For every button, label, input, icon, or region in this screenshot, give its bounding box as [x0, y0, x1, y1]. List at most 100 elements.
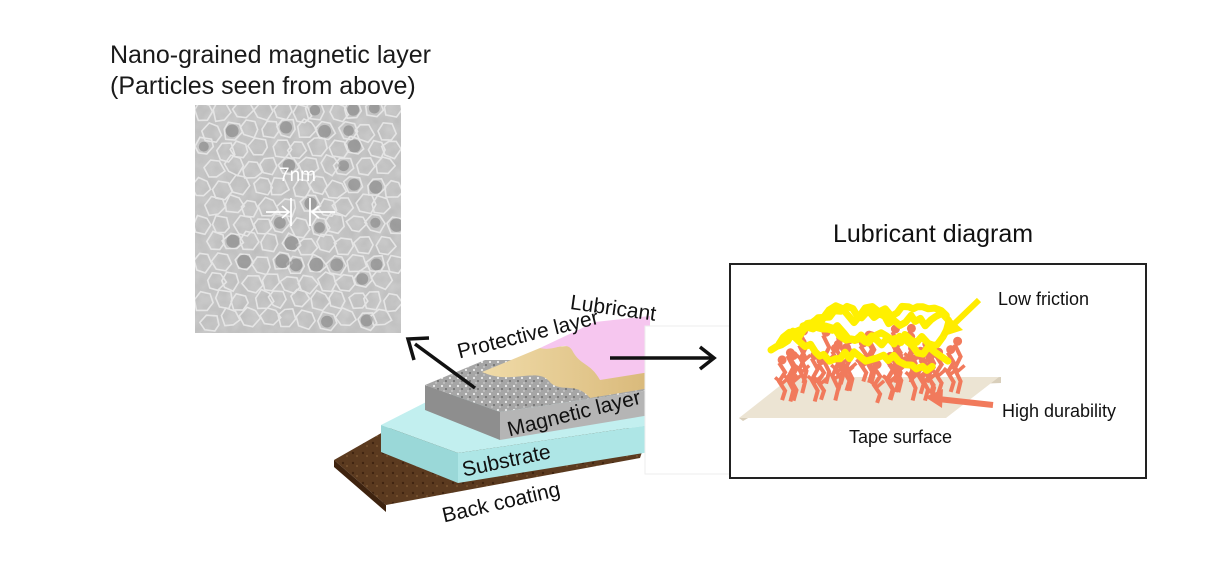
grain-cell [240, 274, 264, 294]
grain-cell [352, 235, 375, 255]
grain-cell [289, 288, 311, 308]
yellow-lubricant-chains [767, 302, 952, 374]
grain-cell [386, 254, 401, 275]
grain-cell [380, 140, 401, 160]
grain-cell [221, 232, 245, 250]
grain-cell [352, 269, 374, 288]
grain-cell [296, 118, 318, 139]
grain-cell [238, 230, 260, 251]
dark-grain [348, 178, 361, 191]
dark-grain [226, 234, 240, 248]
grain-cell [275, 198, 297, 218]
dark-grain [309, 257, 324, 272]
grain-cell [331, 197, 355, 218]
grain-cell [224, 193, 246, 214]
grain-cell [307, 253, 329, 273]
lubricant-diagram-title: Lubricant diagram [833, 220, 1034, 248]
grain-cell [375, 156, 397, 175]
grain-cell [195, 214, 212, 236]
grain-cell [261, 120, 280, 139]
grain-cell [377, 121, 398, 141]
grain-cell [272, 251, 294, 270]
label-high-durability: High durability [1002, 401, 1117, 421]
grain-cell [375, 235, 398, 256]
grain-cell [257, 196, 280, 217]
grain-cell [316, 271, 337, 293]
grain-cell [337, 120, 359, 141]
grain-cell [220, 271, 240, 293]
dark-grain [356, 273, 369, 285]
grain-cell [215, 142, 236, 163]
grain-cell [267, 290, 287, 310]
grain-cell [385, 216, 401, 235]
grain-cell [195, 136, 215, 155]
grain-cell [297, 156, 320, 176]
grain-cell [354, 123, 376, 144]
grain-cell [260, 232, 279, 253]
grain-cell [205, 230, 225, 251]
grain-cell [261, 273, 281, 292]
grain-cell [212, 105, 232, 123]
grain-cell [277, 307, 297, 328]
lubricant-diagram-box: Low friction High durability Tape surfac… [729, 263, 1147, 479]
orange-molecule [782, 348, 799, 403]
grain-cell [343, 135, 365, 155]
grain-cell [371, 194, 392, 215]
dark-grain [289, 258, 303, 272]
grain-cell [195, 252, 213, 274]
grain-cell [206, 271, 228, 292]
dark-grain [330, 258, 344, 272]
micrograph-texture [195, 105, 401, 333]
grain-cell [345, 215, 368, 233]
grain-cell [252, 105, 274, 122]
grain-cell [308, 175, 329, 196]
grain-cell [292, 105, 313, 124]
grain-cell [281, 232, 302, 252]
grain-cell [363, 213, 387, 234]
grain-cell [310, 289, 331, 312]
dark-grain [369, 180, 383, 194]
grain-cell [200, 121, 223, 144]
dark-grain [370, 258, 383, 271]
grain-cell [323, 179, 348, 199]
grain-cell [357, 312, 378, 332]
grain-cell [275, 118, 296, 139]
dark-grain [370, 217, 381, 228]
grain-cell [320, 153, 341, 177]
grain-cell [370, 270, 394, 291]
grain-cell [333, 237, 355, 256]
lubricant-layer [540, 316, 650, 380]
grain-cell [269, 212, 292, 234]
grain-cell [270, 176, 291, 196]
yellow-chain [791, 302, 952, 336]
lubricant-molecules-illustration [739, 297, 1001, 421]
grain-cell [253, 176, 274, 196]
grain-cell [334, 273, 356, 292]
dark-grain [321, 315, 333, 328]
grain-cell [362, 290, 382, 311]
orange-arrow-icon [925, 389, 994, 408]
grain-cell [304, 105, 325, 121]
grain-cell [231, 105, 255, 119]
scale-markers [266, 198, 335, 226]
grain-cell [238, 306, 262, 328]
grain-cell [242, 160, 264, 179]
dark-grain [347, 105, 360, 116]
grain-cell [316, 233, 338, 253]
grain-cell [195, 105, 214, 122]
dark-grain [198, 141, 209, 152]
label-low-friction: Low friction [998, 289, 1090, 309]
micrograph-title: Nano-grained magnetic layer (Particles s… [110, 40, 431, 102]
orange-molecule [949, 336, 966, 395]
orange-molecule [773, 355, 791, 401]
dark-grain [368, 105, 380, 114]
grain-cell [220, 307, 241, 327]
grain-cell [297, 274, 320, 295]
dark-grain [347, 139, 361, 153]
grain-cell [343, 105, 363, 120]
grain-cell [211, 180, 234, 201]
grain-cell [316, 310, 338, 332]
grain-cell [211, 214, 231, 234]
grain-cell [384, 179, 401, 198]
